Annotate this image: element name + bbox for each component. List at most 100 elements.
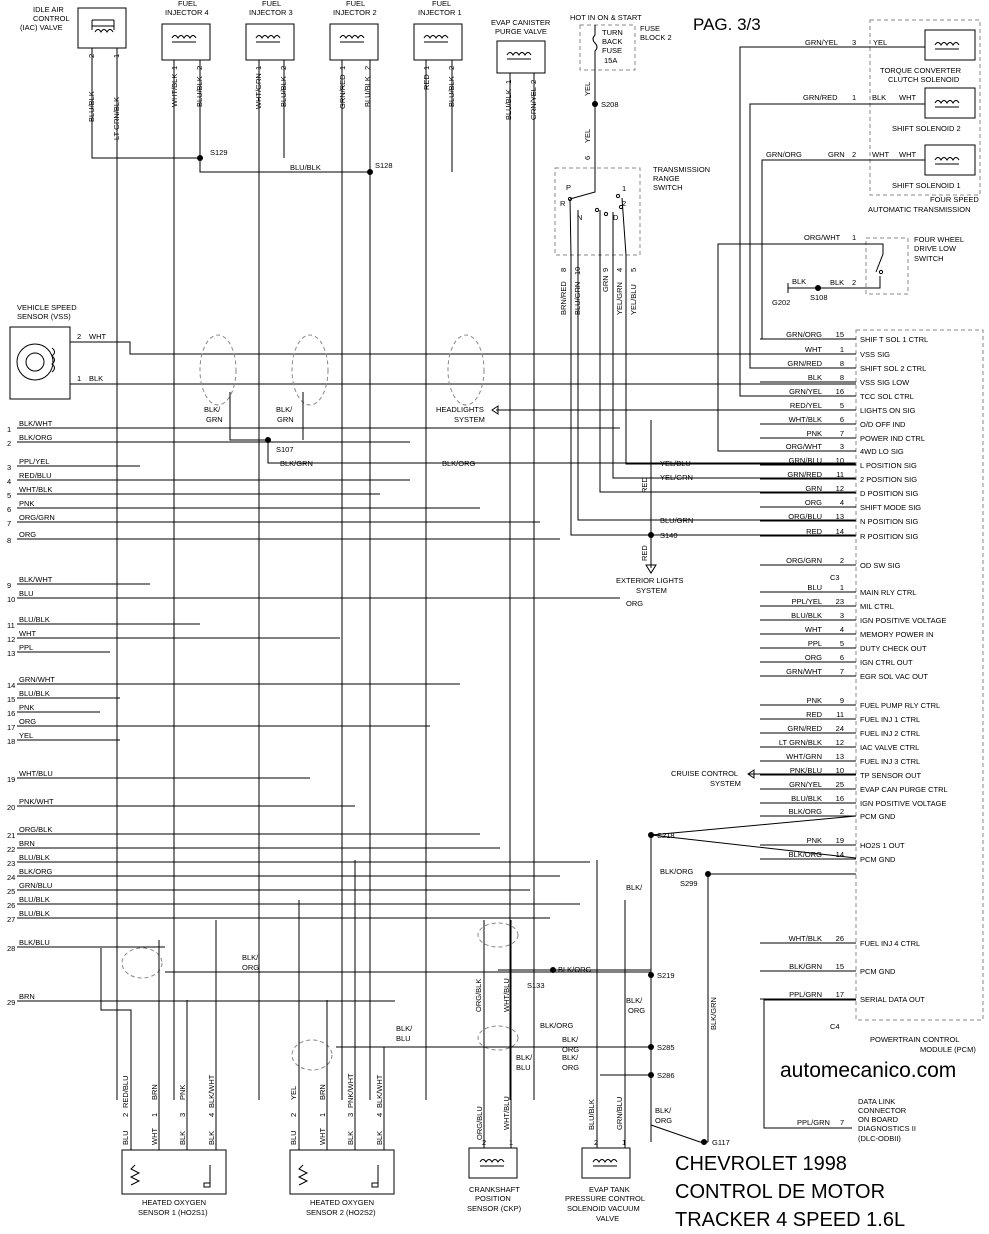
evap-tank-label-1: EVAP TANK bbox=[589, 1185, 630, 1194]
twisted-pair-shields bbox=[121, 334, 519, 1071]
heated-oxygen-sensor-2: HEATED OXYGEN SENSOR 2 (HO2S2) bbox=[289, 1149, 395, 1217]
iac-valve-label-3: (IAC) VALVE bbox=[20, 23, 63, 32]
trs-pos-d: D bbox=[613, 213, 619, 222]
pcm-pin-number: 5 bbox=[840, 639, 844, 648]
pcm-wire-color: PNK bbox=[807, 429, 822, 438]
pcm-pin-function: 2 POSITION SIG bbox=[860, 475, 917, 484]
evap-tank-pressure-valve: EVAP TANK PRESSURE CONTROL SOLENOID VACU… bbox=[565, 1147, 645, 1223]
pcm-wire-color: ORG bbox=[805, 498, 822, 507]
blk-grn-a-2: GRN bbox=[206, 415, 223, 424]
pcm-pin-number: 14 bbox=[836, 850, 844, 859]
ss1-pin: 2 bbox=[852, 150, 856, 159]
pcm-pin-number: 3 bbox=[840, 611, 844, 620]
dlc-label-4: DIAGNOSTICS II bbox=[858, 1124, 916, 1133]
headlights-label-1: HEADLIGHTS bbox=[436, 405, 484, 414]
cruise-label-1: CRUISE CONTROL bbox=[671, 769, 738, 778]
left-pin-number: 18 bbox=[7, 737, 15, 746]
left-pin-number: 25 bbox=[7, 887, 15, 896]
pcm-wire-color: GRN/RED bbox=[787, 359, 822, 368]
left-pin-wire-label: YEL bbox=[19, 731, 33, 740]
powertrain-control-module: C3 C4 POWERTRAIN CONTROL MODULE (PCM) bbox=[830, 329, 984, 1054]
ho2s2-wire-3: PNK/WHT bbox=[346, 1073, 355, 1108]
trs-pin-5: 5 bbox=[629, 268, 638, 272]
trs-wire-3: GRN bbox=[601, 275, 610, 292]
left-pin-number: 21 bbox=[7, 831, 15, 840]
pcm-pin-number: 2 bbox=[840, 556, 844, 565]
vss-label-2: SENSOR (VSS) bbox=[17, 312, 71, 321]
tcc-wire-2: YEL bbox=[873, 38, 887, 47]
crankshaft-position-sensor: CRANKSHAFT POSITION SENSOR (CKP) bbox=[467, 1147, 522, 1213]
pcm-pin-function: IGN CTRL OUT bbox=[860, 658, 913, 667]
ho2s1-wire-1: RED/BLU bbox=[121, 1075, 130, 1108]
vss-pin-2: 1 bbox=[77, 374, 81, 383]
pcm-pin-number: 10 bbox=[836, 766, 844, 775]
pcm-pin-number: 11 bbox=[836, 710, 844, 719]
pcm-pin-function: IGN POSITIVE VOLTAGE bbox=[860, 616, 946, 625]
ckp-label-1: CRANKSHAFT bbox=[469, 1185, 520, 1194]
pcm-wire-color: GRN/YEL bbox=[789, 387, 822, 396]
dlc-pin: 7 bbox=[840, 1118, 844, 1127]
pcm-pin-function: O/D OFF IND bbox=[860, 420, 906, 429]
left-pin-number: 17 bbox=[7, 723, 15, 732]
vss-wire-1: WHT bbox=[89, 332, 106, 341]
pcm-pin-number: 6 bbox=[840, 415, 844, 424]
splice-s129: S129 bbox=[210, 148, 228, 157]
left-pin-number: 23 bbox=[7, 859, 15, 868]
blk-slash-label: BLK/ bbox=[626, 883, 643, 892]
pcm-pin-function: VSS SIG bbox=[860, 350, 890, 359]
injector-4-label-2: INJECTOR 4 bbox=[165, 8, 209, 17]
left-pin-number: 14 bbox=[7, 681, 15, 690]
yel-blu-label: YEL/BLU bbox=[660, 459, 691, 468]
left-pin-number: 28 bbox=[7, 944, 15, 953]
splice-s286: S286 bbox=[657, 1071, 675, 1080]
splice-s299: S299 bbox=[680, 879, 698, 888]
pcm-pin-function: EVAP CAN PURGE CTRL bbox=[860, 785, 948, 794]
blk-grn-g117: BLK/GRN bbox=[709, 997, 718, 1030]
pcm-pin-function: N POSITION SIG bbox=[860, 517, 919, 526]
pcm-pin-function: MEMORY POWER IN bbox=[860, 630, 933, 639]
blk-grn-c: BLK/GRN bbox=[280, 459, 313, 468]
ho2s2-wire-1: YEL bbox=[289, 1086, 298, 1100]
pcm-pin-number: 8 bbox=[840, 373, 844, 382]
splice-s218: S218 bbox=[657, 831, 675, 840]
left-pin-number: 15 bbox=[7, 695, 15, 704]
tcc-pin: 3 bbox=[852, 38, 856, 47]
fwd-wire-3: BLK bbox=[792, 277, 806, 286]
splice-s140: S140 bbox=[660, 531, 678, 540]
bottom-wire-labels: RED/BLU 2 BRN 1 PNK 3 BLK/WHT 4 BLU WHT … bbox=[121, 1073, 626, 1147]
pcm-pin-function: PCM GND bbox=[860, 812, 896, 821]
ho2s2-wire-4: BLK/WHT bbox=[375, 1074, 384, 1108]
blk-org-s219b-1: BLK/ bbox=[626, 996, 643, 1005]
blk-org-a: BLK/ORG bbox=[442, 459, 476, 468]
fuel-injector-2: FUEL INJECTOR 2 bbox=[329, 0, 379, 61]
left-pin-number: 5 bbox=[7, 491, 11, 500]
left-pin-wire-label: BLK/WHT bbox=[19, 419, 53, 428]
left-pin-number: 8 bbox=[7, 536, 11, 545]
left-pin-wire-label: BRN bbox=[19, 839, 35, 848]
s128-wire-label: BLU/BLK bbox=[290, 163, 321, 172]
blk-org-s286-1: BLK/ bbox=[562, 1053, 579, 1062]
left-pin-wire-label: PPL bbox=[19, 643, 33, 652]
fuse-line-2: BACK bbox=[602, 37, 622, 46]
fuse-wire-2: YEL bbox=[583, 129, 592, 143]
left-pin-wire-label: BLU/BLK bbox=[19, 895, 50, 904]
ss1-wire-4: WHT bbox=[899, 150, 916, 159]
pcm-wire-color: RED bbox=[806, 527, 822, 536]
pcm-pin-function: FUEL INJ 1 CTRL bbox=[860, 715, 920, 724]
pcm-pin-function: TP SENSOR OUT bbox=[860, 771, 922, 780]
injector-4-label-1: FUEL bbox=[178, 0, 197, 8]
pcm-c4: C4 bbox=[830, 1022, 840, 1031]
vss-pin-1: 2 bbox=[77, 332, 81, 341]
ho2s1-bot-4: BLK bbox=[207, 1131, 216, 1145]
injector-3-label-2: INJECTOR 3 bbox=[249, 8, 293, 17]
evap-tank-label-2: PRESSURE CONTROL bbox=[565, 1194, 645, 1203]
trans-footer-1: FOUR SPEED bbox=[930, 195, 979, 204]
injector-1-label-1: FUEL bbox=[432, 0, 451, 8]
splice-s219: S219 bbox=[657, 971, 675, 980]
left-pin-number: 26 bbox=[7, 901, 15, 910]
evap-tank-pin-2: 1 bbox=[622, 1138, 626, 1147]
vss-label-1: VEHICLE SPEED bbox=[17, 303, 77, 312]
left-pin-number: 19 bbox=[7, 775, 15, 784]
left-pin-number: 22 bbox=[7, 845, 15, 854]
pcm-pin-number: 16 bbox=[836, 794, 844, 803]
